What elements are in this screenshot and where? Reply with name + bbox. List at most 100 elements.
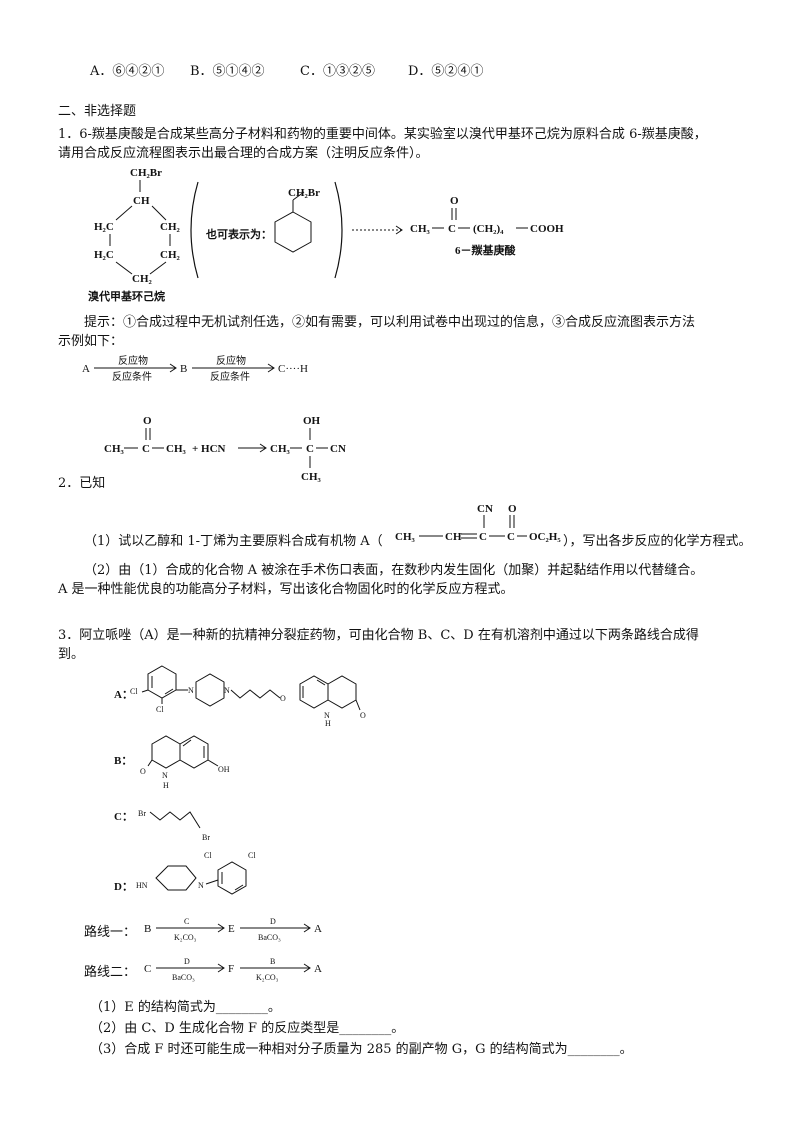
svg-text:CH₃: CH₃ bbox=[104, 443, 125, 455]
svg-text:(CH₂)₄: (CH₂)₄ bbox=[473, 223, 504, 235]
svg-text:COOH: COOH bbox=[530, 223, 564, 235]
q1-reaction-figure: CH₂Br CH H₂C CH₂ H₂C CH₂ CH₂ 也可表示为： CH₂B… bbox=[88, 167, 564, 303]
cyclohexane-structure-expanded: CH₂Br CH H₂C CH₂ H₂C CH₂ CH₂ bbox=[94, 167, 181, 285]
q1-hint-line2: 示例如下： bbox=[58, 334, 124, 349]
svg-text:C: C bbox=[507, 531, 515, 543]
svg-text:F: F bbox=[228, 963, 234, 975]
atom-ch2-upper: CH₂ bbox=[160, 221, 181, 233]
svg-text:N: N bbox=[198, 881, 204, 890]
q3-sub3: （3）合成 F 时还可能生成一种相对分子质量为 285 的副产物 G，G 的结构… bbox=[90, 1042, 633, 1057]
q1-text-line1: 1．6-羰基庚酸是合成某些高分子材料和药物的重要中间体。某实验室以溴代甲基环己烷… bbox=[58, 127, 707, 142]
svg-text:OC₂H₅: OC₂H₅ bbox=[529, 531, 561, 543]
svg-text:OH: OH bbox=[218, 765, 230, 774]
q2-title: 2．已知 bbox=[58, 476, 106, 491]
svg-text:K₂CO₃: K₂CO₃ bbox=[174, 933, 197, 942]
q3-structures: A： Cl Cl N N O N H O B： O N H OH C： Br bbox=[114, 665, 366, 895]
svg-text:D: D bbox=[270, 917, 276, 926]
svg-text:CH₃: CH₃ bbox=[301, 471, 322, 483]
svg-text:CH₃: CH₃ bbox=[410, 223, 431, 235]
svg-text:C····H: C····H bbox=[278, 363, 308, 375]
atom-ch2br: CH₂Br bbox=[130, 167, 162, 179]
svg-text:Cl: Cl bbox=[156, 705, 164, 714]
product-formula: O CH₃ C (CH₂)₄ COOH bbox=[410, 195, 564, 235]
svg-text:Br: Br bbox=[202, 833, 210, 842]
compound-a-formula: CN O CH₃ CH C C OC₂H₅ bbox=[395, 503, 561, 543]
svg-text:HN: HN bbox=[136, 881, 148, 890]
svg-text:Br: Br bbox=[138, 809, 146, 818]
svg-text:反应条件: 反应条件 bbox=[210, 370, 250, 383]
svg-text:A: A bbox=[82, 363, 90, 375]
q2-p1-pre: （1）试以乙醇和 1-丁烯为主要原料合成有机物 A（ bbox=[84, 534, 383, 549]
cyclohexane-skeletal: CH₂Br bbox=[274, 187, 320, 253]
atom-ch: CH bbox=[133, 195, 150, 207]
svg-text:B: B bbox=[270, 957, 275, 966]
svg-text:BaCO₃: BaCO₃ bbox=[258, 933, 281, 942]
svg-text:Cl: Cl bbox=[204, 851, 212, 860]
svg-text:Cl: Cl bbox=[248, 851, 256, 860]
atom-ch2-lower: CH₂ bbox=[160, 249, 181, 261]
structure-d: Cl Cl HN N bbox=[136, 851, 256, 895]
q3-text-line1: 3．阿立哌唑（A）是一种新的抗精神分裂症药物，可由化合物 B、C、D 在有机溶剂… bbox=[58, 628, 699, 643]
svg-text:O: O bbox=[508, 503, 517, 515]
svg-text:BaCO₃: BaCO₃ bbox=[172, 973, 195, 982]
label-b: B： bbox=[114, 755, 132, 767]
q2-p2-line1: （2）由（1）合成的化合物 A 被涂在手术伤口表面，在数秒内发生固化（加聚）并起… bbox=[84, 563, 704, 578]
svg-text:+ HCN: + HCN bbox=[192, 443, 226, 455]
label-c: C： bbox=[114, 811, 133, 823]
start-material-caption: 溴代甲基环己烷 bbox=[88, 289, 165, 303]
svg-text:反应条件: 反应条件 bbox=[112, 370, 152, 383]
svg-text:CH₃: CH₃ bbox=[166, 443, 187, 455]
svg-text:Cl: Cl bbox=[130, 687, 138, 696]
choice-a: A．⑥④②① bbox=[90, 64, 165, 79]
svg-text:CN: CN bbox=[330, 443, 346, 455]
atom-ch2-bottom: CH₂ bbox=[132, 273, 153, 285]
svg-text:H: H bbox=[163, 781, 169, 790]
svg-text:N: N bbox=[224, 686, 230, 695]
svg-text:反应物: 反应物 bbox=[216, 354, 246, 367]
svg-text:N: N bbox=[188, 686, 194, 695]
choice-d: D．⑤②④① bbox=[408, 64, 484, 79]
q3-text-line2: 到。 bbox=[58, 647, 85, 662]
svg-text:A: A bbox=[314, 923, 322, 935]
svg-text:C: C bbox=[184, 917, 189, 926]
flow-example: A 反应物 反应条件 B 反应物 反应条件 C····H bbox=[82, 354, 308, 383]
q1-hint-line1: 提示：①合成过程中无机试剂任选，②如有需要，可以利用试卷中出现过的信息，③合成反… bbox=[84, 315, 696, 330]
svg-text:O: O bbox=[450, 195, 459, 207]
svg-text:C: C bbox=[306, 443, 314, 455]
svg-text:C: C bbox=[448, 223, 456, 235]
svg-text:H: H bbox=[325, 719, 331, 728]
svg-text:O: O bbox=[143, 415, 152, 427]
svg-text:O: O bbox=[140, 767, 146, 776]
svg-text:C: C bbox=[144, 963, 151, 975]
q3-sub1: （1）E 的结构简式为________。 bbox=[90, 1000, 281, 1015]
svg-text:CH: CH bbox=[445, 531, 462, 543]
route1-label: 路线一： bbox=[84, 925, 137, 940]
q2-p2-line2: A 是一种性能优良的功能高分子材料，写出该化合物固化时的化学反应方程式。 bbox=[58, 582, 514, 597]
svg-text:OH: OH bbox=[303, 415, 321, 427]
svg-text:O: O bbox=[360, 711, 366, 720]
label-a: A： bbox=[114, 689, 133, 701]
svg-text:E: E bbox=[228, 923, 235, 935]
structure-c: Br Br bbox=[138, 809, 210, 842]
choice-b: B．⑤①④② bbox=[190, 64, 265, 79]
product-caption: 6－羰基庚酸 bbox=[455, 243, 516, 257]
svg-text:K₂CO₃: K₂CO₃ bbox=[256, 973, 279, 982]
svg-text:CH₃: CH₃ bbox=[395, 531, 416, 543]
svg-text:CH₃: CH₃ bbox=[270, 443, 291, 455]
svg-text:B: B bbox=[144, 923, 151, 935]
structure-b: O N H OH bbox=[140, 735, 230, 790]
atom-h2c-upper: H₂C bbox=[94, 221, 114, 233]
svg-text:反应物: 反应物 bbox=[118, 354, 148, 367]
atom-h2c-lower: H₂C bbox=[94, 249, 114, 261]
route2-label: 路线二： bbox=[84, 965, 137, 980]
svg-text:C: C bbox=[479, 531, 487, 543]
svg-text:N: N bbox=[324, 711, 330, 720]
svg-text:A: A bbox=[314, 963, 322, 975]
svg-text:B: B bbox=[180, 363, 187, 375]
label-d: D： bbox=[114, 881, 133, 893]
q3-sub2: （2）由 C、D 生成化合物 F 的反应类型是________。 bbox=[90, 1021, 405, 1036]
route1-diagram: B C K₂CO₃ E D BaCO₃ A bbox=[144, 917, 322, 942]
svg-text:D: D bbox=[184, 957, 190, 966]
hcn-addition-equation: O CH₃ C CH₃ + HCN OH CH₃ C CN CH₃ bbox=[104, 415, 346, 483]
q2-p1-post: ），写出各步反应的化学方程式。 bbox=[563, 534, 752, 549]
